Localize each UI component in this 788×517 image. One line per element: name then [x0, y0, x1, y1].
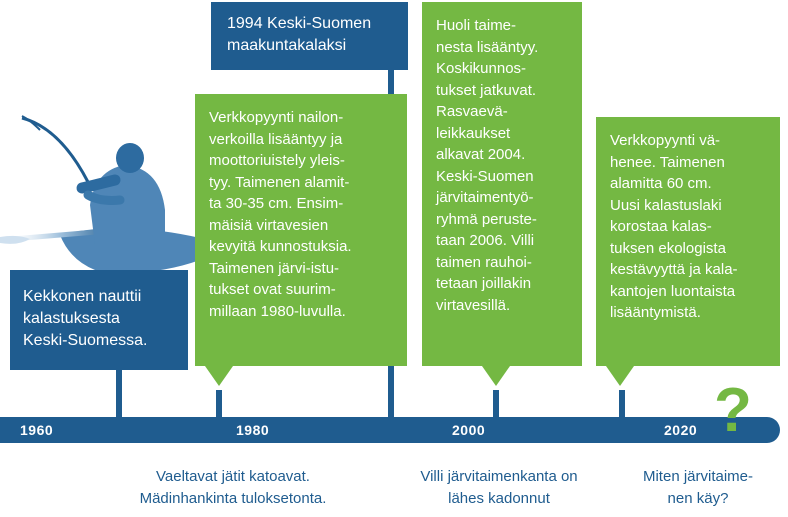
event-1994-text: 1994 Keski-Suomen maakuntakalaksi — [227, 15, 372, 54]
stem-2000 — [493, 390, 499, 418]
period-2000-text: Huoli taime- nesta lisääntyy. Koskikunno… — [436, 17, 539, 314]
period-2020-text: Verkkopyynti vä- henee. Taimenen alamitt… — [610, 132, 738, 321]
stem-2020 — [619, 390, 625, 418]
event-1960-box: Kekkonen nauttii kalastuksesta Keski-Suo… — [10, 270, 188, 370]
angler-in-boat-icon — [0, 115, 200, 273]
year-1960: 1960 — [20, 422, 54, 438]
year-1980: 1980 — [236, 422, 270, 438]
event-1994-box: 1994 Keski-Suomen maakuntakalaksi — [211, 2, 408, 70]
period-2000-pointer — [482, 366, 510, 386]
period-1980-box: Verkkopyynti nailon- verkoilla lisääntyy… — [195, 94, 407, 366]
stem-1980 — [216, 390, 222, 418]
stem-1960 — [116, 370, 122, 418]
question-mark-icon: ? — [714, 376, 752, 445]
timeline-bar — [0, 417, 780, 443]
event-1960-text: Kekkonen nauttii kalastuksesta Keski-Suo… — [23, 288, 148, 349]
year-2020: 2020 — [664, 422, 698, 438]
caption-2000: Villi järvitaimenkanta on lähes kadonnut — [420, 468, 578, 507]
period-2020-box: Verkkopyynti vä- henee. Taimenen alamitt… — [596, 117, 780, 366]
caption-1980: Vaeltavat jätit katoavat. Mädinhankinta … — [139, 468, 327, 507]
period-1980-text: Verkkopyynti nailon- verkoilla lisääntyy… — [209, 109, 352, 320]
year-2000: 2000 — [452, 422, 486, 438]
caption-2020: Miten järvitaime- nen käy? — [642, 468, 754, 507]
period-2000-box: Huoli taime- nesta lisääntyy. Koskikunno… — [422, 2, 582, 366]
period-2020-pointer — [606, 366, 634, 386]
period-1980-pointer — [205, 366, 233, 386]
